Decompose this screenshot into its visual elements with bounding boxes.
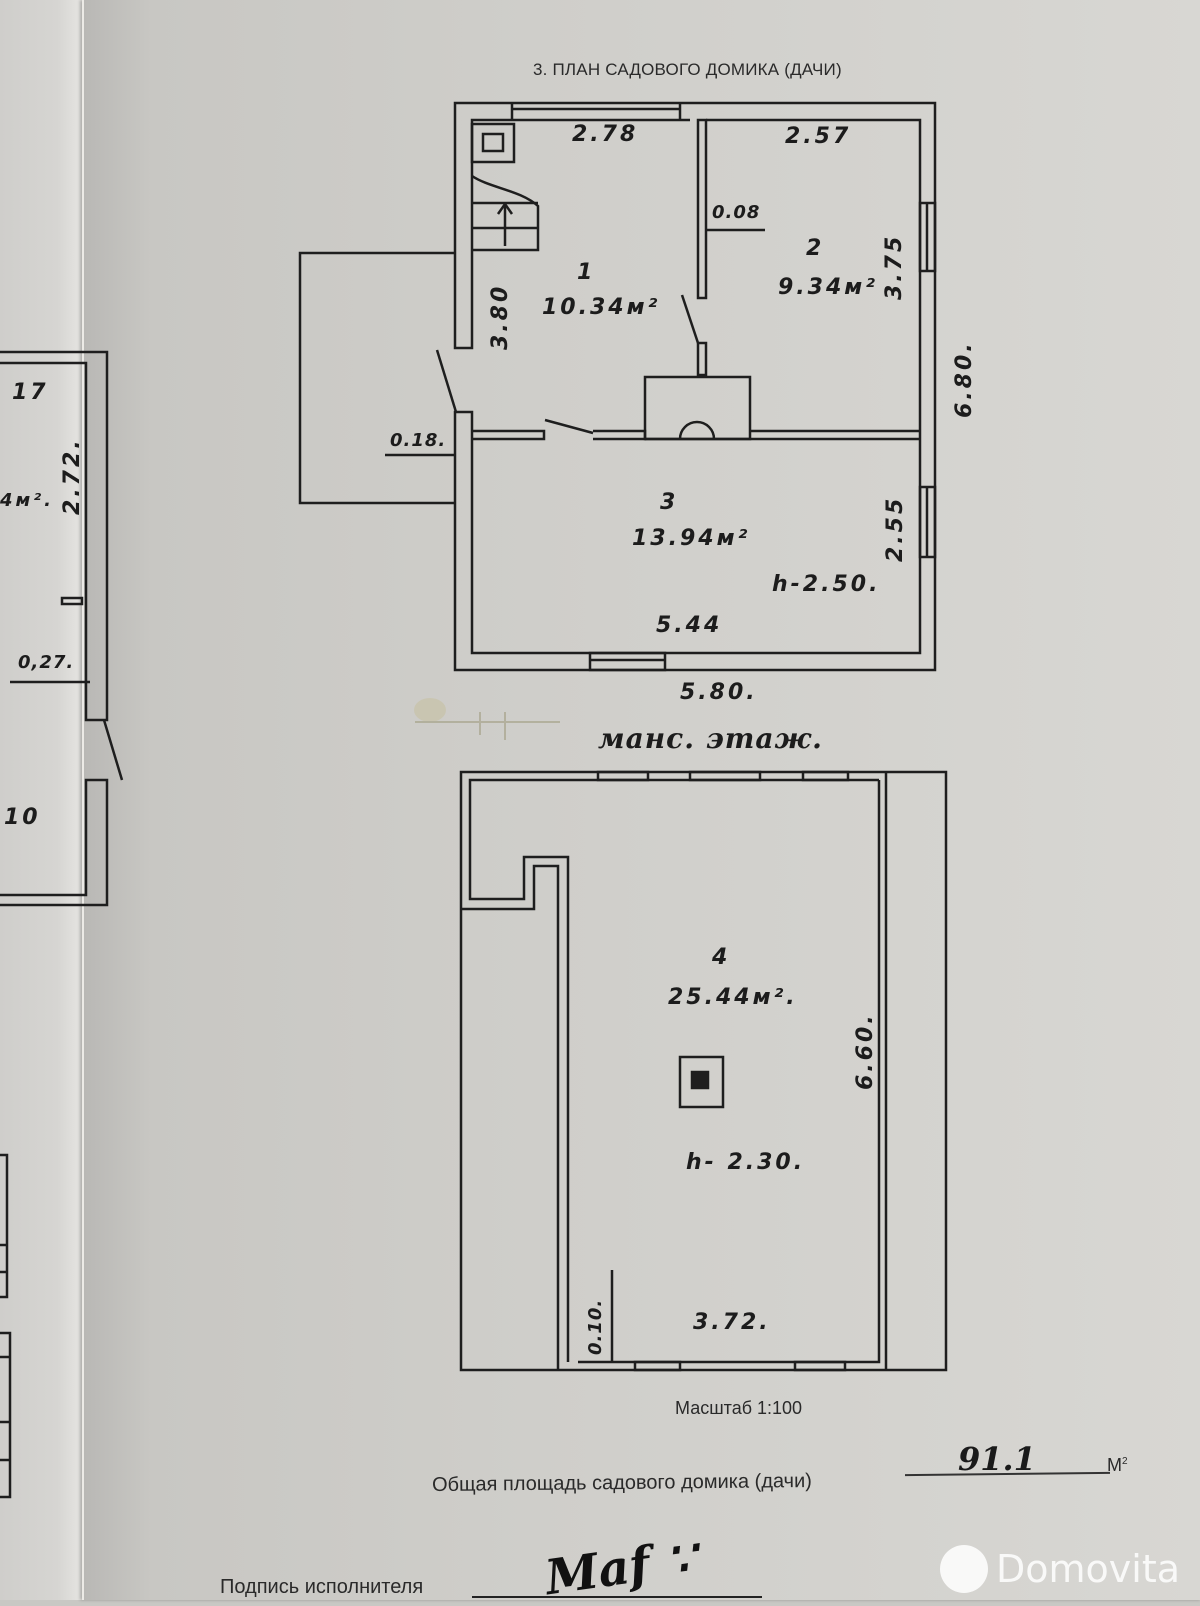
room-4-number: 4 <box>712 945 731 970</box>
room-3-height: h-2.50. <box>772 572 881 597</box>
paper-stain <box>414 698 560 740</box>
attic-wall-thickness: 0.10. <box>585 1298 606 1355</box>
room-2-width: 2.57 <box>785 124 852 149</box>
ground-floor-plan <box>298 101 937 672</box>
room-2-area: 9.34м² <box>778 275 878 300</box>
neighbor-room-number: 17 <box>12 380 49 405</box>
room-2-number: 2 <box>806 236 825 261</box>
room-3-number: 3 <box>660 490 679 515</box>
neighbor-length: 2.72. <box>60 437 85 515</box>
scale-label: Масштаб 1:100 <box>675 1398 803 1418</box>
unit-text: М <box>1107 1455 1122 1475</box>
unit-superscript: 2 <box>1122 1456 1128 1467</box>
domovita-watermark: Domovita <box>940 1545 1180 1593</box>
attic-floor-label: манс. этаж. <box>598 722 823 755</box>
neighbor-plan-fragment <box>0 350 124 1499</box>
attic-floor-plan <box>459 770 948 1372</box>
room-1-area: 10.34м² <box>542 295 661 320</box>
room-4-area: 25.44м². <box>668 985 798 1010</box>
room-4-length: 6.60. <box>853 1012 878 1090</box>
total-area-value: 91.1 <box>958 1440 1036 1478</box>
room-3-width: 5.44 <box>656 613 723 638</box>
room-3-area: 13.94м² <box>632 526 751 551</box>
overall-width: 5.80. <box>680 680 758 705</box>
plan-title: 3. ПЛАН САДОВОГО ДОМИКА (ДАЧИ) <box>533 60 842 79</box>
room-4-height: h- 2.30. <box>686 1150 806 1175</box>
outer-wall-thickness: 0.18. <box>390 430 447 451</box>
signature-label: Подпись исполнителя <box>220 1576 424 1598</box>
neighbor-area-fragment: 4м². <box>0 490 54 511</box>
room-2-length: 3.75 <box>882 233 907 300</box>
plan-sheet <box>82 0 1200 1600</box>
domovita-logo-icon <box>940 1545 988 1593</box>
room-1-number: 1 <box>577 260 596 285</box>
total-area-unit: М2 <box>1107 1455 1128 1476</box>
room-4-width: 3.72. <box>693 1310 771 1335</box>
previous-sheet-fragment <box>0 0 82 1600</box>
room-3-length: 2.55 <box>883 495 908 562</box>
room-1-length: 3.80 <box>488 283 513 350</box>
neighbor-room-number-2: 10 <box>4 805 41 830</box>
inner-wall-thickness: 0.08 <box>712 202 761 223</box>
neighbor-wall-thickness: 0,27. <box>18 652 75 673</box>
total-area-label: Общая площадь садового домика (дачи) <box>431 1470 812 1496</box>
watermark-text: Domovita <box>996 1547 1181 1591</box>
room-1-width: 2.78 <box>572 122 639 147</box>
overall-length: 6.80. <box>952 340 977 418</box>
signature-line <box>472 1596 762 1598</box>
